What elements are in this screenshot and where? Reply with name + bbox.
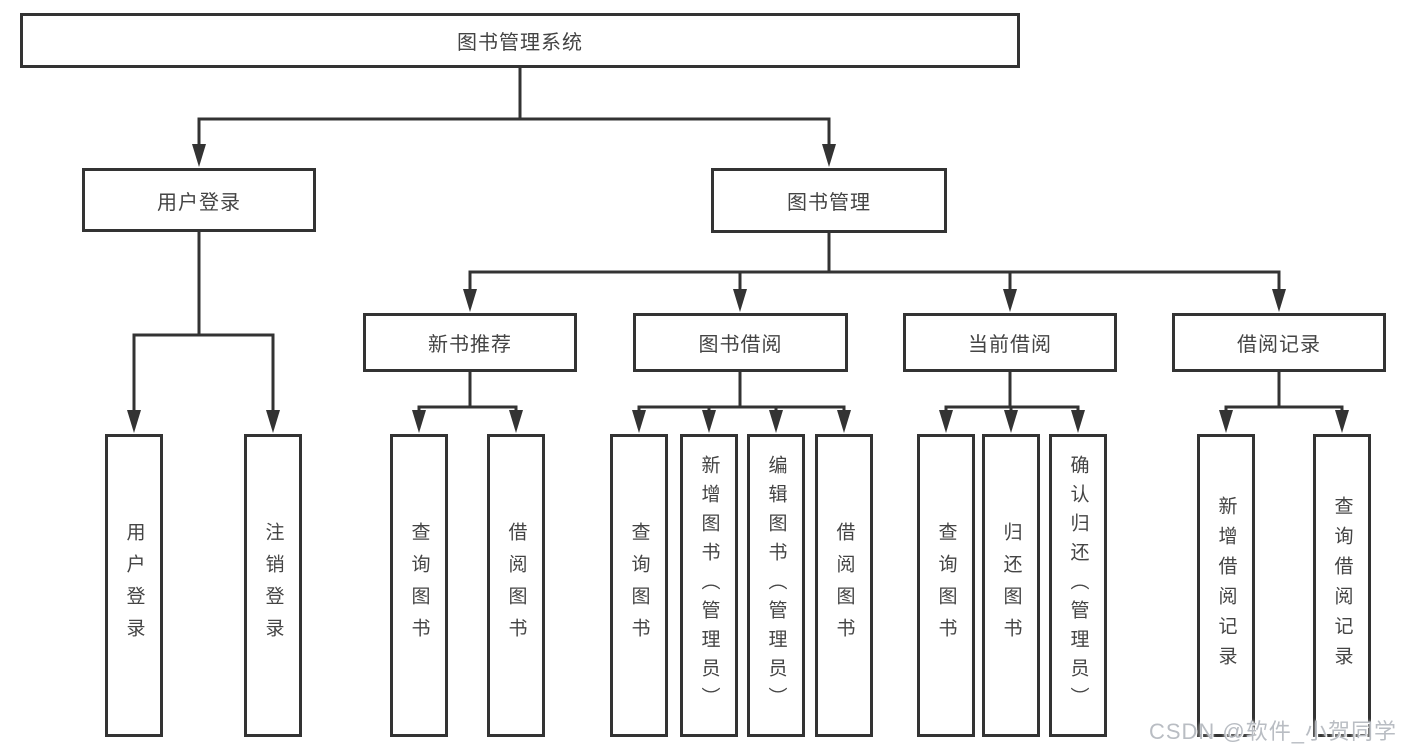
- leaf-label: 归还图书: [1000, 521, 1022, 650]
- leaf-query-borrow-record: 查询借阅记录: [1313, 434, 1371, 737]
- leaf-borrow-books-borrowing: 借阅图书: [815, 434, 873, 737]
- leaf-label: 注销登录: [262, 521, 284, 650]
- node-borrow-records: 借阅记录: [1172, 313, 1386, 372]
- node-book-management: 图书管理: [711, 168, 947, 233]
- node-user-login: 用户登录: [82, 168, 316, 232]
- watermark-text: CSDN @软件_小贺同学: [1148, 719, 1397, 744]
- leaf-query-books-current: 查询图书: [917, 434, 975, 737]
- leaf-add-book-admin: 新增图书（管理员）: [680, 434, 738, 737]
- leaf-label: 查询借阅记录: [1331, 495, 1353, 676]
- leaf-label: 查询图书: [935, 521, 957, 650]
- leaf-borrow-books-recommend: 借阅图书: [487, 434, 545, 737]
- node-library-management-system: 图书管理系统: [20, 13, 1020, 68]
- node-label: 借阅记录: [1237, 334, 1321, 356]
- node-new-book-recommend: 新书推荐: [363, 313, 577, 372]
- leaf-label: 确认归还（管理员）: [1067, 455, 1089, 716]
- leaf-add-borrow-record: 新增借阅记录: [1197, 434, 1255, 737]
- leaf-confirm-return-admin: 确认归还（管理员）: [1049, 434, 1107, 737]
- leaf-label: 借阅图书: [833, 521, 855, 650]
- node-label: 图书管理: [787, 192, 871, 214]
- leaf-label: 查询图书: [408, 521, 430, 650]
- leaf-query-books-borrowing: 查询图书: [610, 434, 668, 737]
- leaf-label: 查询图书: [628, 521, 650, 650]
- node-current-borrowing: 当前借阅: [903, 313, 1117, 372]
- leaf-query-books-recommend: 查询图书: [390, 434, 448, 737]
- node-label: 图书管理系统: [457, 32, 583, 54]
- leaf-label: 借阅图书: [505, 521, 527, 650]
- node-label: 当前借阅: [968, 334, 1052, 356]
- node-label: 新书推荐: [428, 334, 512, 356]
- node-label: 用户登录: [157, 191, 241, 214]
- leaf-logout: 注销登录: [244, 434, 302, 737]
- leaf-user-login: 用户登录: [105, 434, 163, 737]
- leaf-edit-book-admin: 编辑图书（管理员）: [747, 434, 805, 737]
- node-book-borrowing: 图书借阅: [633, 313, 848, 372]
- leaf-return-book: 归还图书: [982, 434, 1040, 737]
- leaf-label: 新增图书（管理员）: [698, 455, 720, 716]
- leaf-label: 编辑图书（管理员）: [765, 455, 787, 716]
- leaf-label: 新增借阅记录: [1215, 495, 1237, 676]
- node-label: 图书借阅: [698, 334, 783, 356]
- leaf-label: 用户登录: [123, 521, 145, 650]
